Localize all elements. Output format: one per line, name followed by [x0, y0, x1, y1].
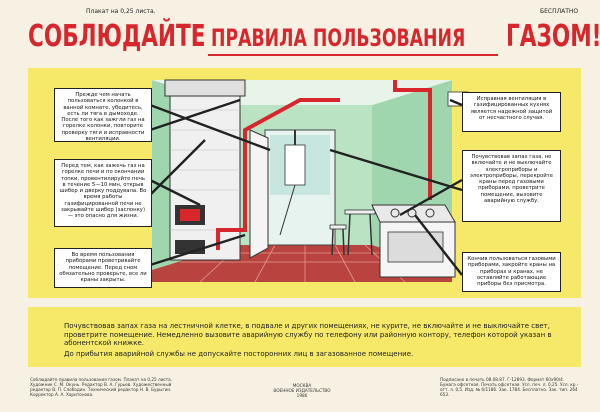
bottom-panel	[28, 307, 581, 367]
footer-city: МОСКВА	[292, 383, 312, 388]
title-word-observe: СОБЛЮДАЙТЕ	[28, 19, 206, 54]
gas-pipe-right	[393, 80, 432, 200]
note-ventilation: Исправная вентиляция в газифицированных …	[462, 92, 561, 132]
gas-pipe-left	[216, 98, 340, 250]
note-gas-smell: Почувствовав запах газа, не включайте и …	[462, 150, 561, 222]
price-note: Плакат на 0,25 листа.	[86, 8, 156, 15]
footer-year: 1986	[296, 393, 308, 398]
title-underline	[208, 54, 498, 56]
bottom-text-line3: До прибытия аварийной службы не допускай…	[64, 350, 414, 358]
note-close-taps: Кончив пользоваться газовыми приборами, …	[462, 252, 561, 292]
note-stove: Перед тем, как зажечь газ на горелке печ…	[54, 159, 152, 227]
poster-title: СОБЛЮДАЙТЕ ПРАВИЛА ПОЛЬЗОВАНИЯ ГАЗОМ!	[28, 19, 600, 61]
note-ventilate: Во время пользования приборами проветрив…	[54, 248, 152, 288]
footer-publisher-name: ВОЕННОЕ ИЗДАТЕЛЬСТВО	[273, 388, 331, 393]
water-heater	[284, 144, 306, 186]
title-word-rules: ПРАВИЛА ПОЛЬЗОВАНИЯ	[211, 24, 466, 52]
title-word-gas: ГАЗОМ!	[506, 19, 600, 54]
note-water-heater: Прежде чем начать пользоваться колонкой …	[54, 88, 152, 142]
stool	[329, 224, 347, 230]
bottom-text-line2: проветрите помещение. Немедленно вызовит…	[64, 331, 552, 347]
bottom-text-line1: Почувствовав запах газа на лестничной кл…	[64, 322, 550, 330]
footer-print-info: Подписано в печать 08.08.87. Г-12893. Фо…	[440, 377, 579, 397]
footer-publisher: МОСКВА ВОЕННОЕ ИЗДАТЕЛЬСТВО 1986	[262, 383, 342, 398]
free-label: БЕСПЛАТНО	[540, 8, 579, 15]
footer-credits: Соблюдайте правила пользования газом. Пл…	[30, 377, 173, 397]
